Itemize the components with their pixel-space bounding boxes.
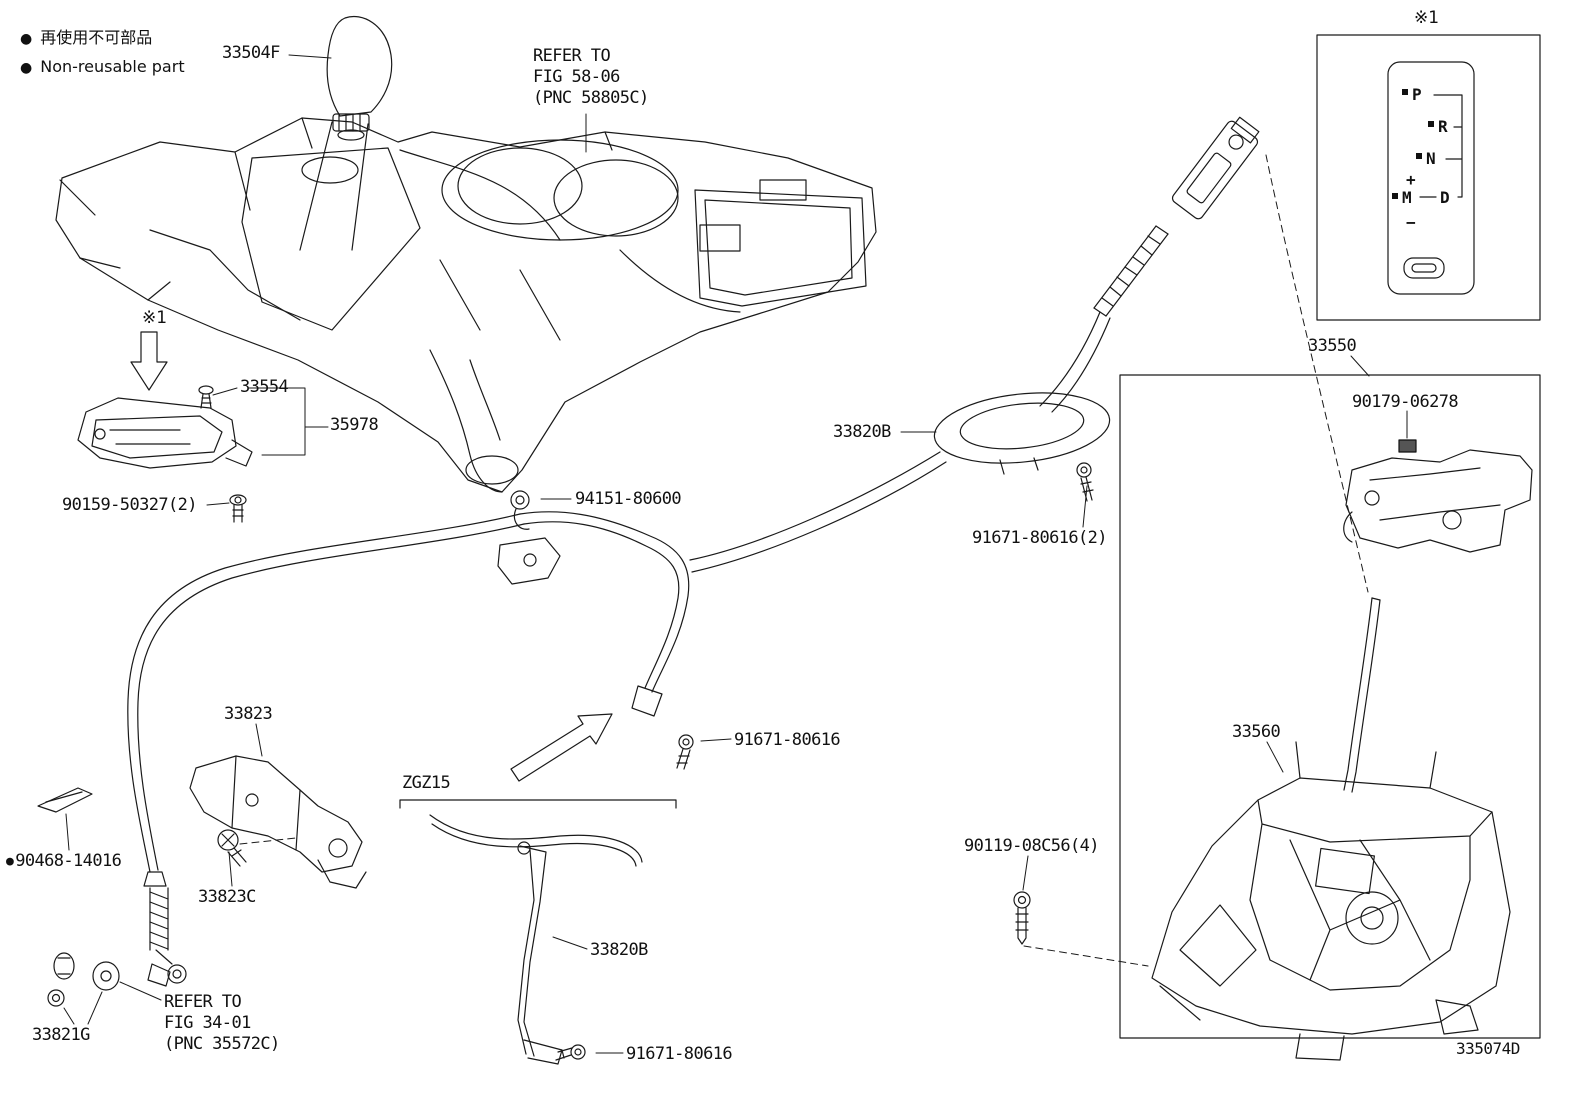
label-91671-80616-mid: 91671-80616 (734, 730, 841, 750)
bolt-91671-mid-drawing (676, 734, 694, 770)
bolt-90119-drawing (1013, 891, 1031, 945)
label-33823: 33823 (224, 704, 273, 724)
nonreusable-bullet-icon: ● (20, 60, 33, 76)
legend-row-en: ● Non-reusable part (20, 53, 185, 82)
refer-fig-34-01: REFER TO FIG 34-01 (PNC 35572C) (164, 992, 280, 1055)
label-33821g: 33821G (32, 1025, 90, 1045)
shift-pattern-p: P (1412, 85, 1422, 104)
refer-line: FIG 34-01 (164, 1013, 251, 1033)
label-33820b-lower: 33820B (590, 940, 648, 960)
refer-line: REFER TO (533, 46, 611, 66)
note-ref-left: ※1 (142, 308, 168, 328)
label-91671-80616-lower: 91671-80616 (626, 1044, 733, 1064)
bracket-33823-drawing (189, 755, 367, 889)
legend-row-jp: ● 再使用不可部品 (20, 24, 185, 53)
screw-33554-drawing (198, 385, 214, 409)
note-ref-box: ※1 (1414, 8, 1440, 28)
dashed-reference-lines (239, 154, 1369, 967)
label-94151-80600: 94151-80600 (575, 489, 682, 509)
shift-pattern-box (1316, 34, 1541, 321)
cable-conduit-drawing (1039, 116, 1260, 413)
nonreusable-bullet-icon: ● (6, 854, 14, 869)
label-zgz15: ZGZ15 (402, 773, 451, 793)
label-33560: 33560 (1232, 722, 1281, 742)
shift-pattern-letters: P R N D M + − (1402, 85, 1450, 232)
label-90468-text: 90468-14016 (15, 851, 122, 871)
label-91671-80616-pair: 91671-80616(2) (972, 528, 1107, 548)
label-33823c: 33823C (198, 887, 256, 907)
assembly-33550-box (1119, 374, 1541, 1039)
label-90179-06278: 90179-06278 (1352, 392, 1459, 412)
nonreusable-bullet-icon: ● (20, 31, 33, 47)
shift-pattern-plus: + (1406, 170, 1416, 189)
bracket-90179-drawing (1343, 439, 1533, 553)
shift-pattern-n: N (1426, 149, 1436, 168)
label-33504f: 33504F (222, 43, 280, 63)
legend-jp-text: 再使用不可部品 (40, 28, 153, 47)
refer-line: REFER TO (164, 992, 242, 1012)
shift-pattern-m: M (1402, 188, 1412, 207)
grommet-33820b-drawing (933, 392, 1111, 475)
note-down-arrow (130, 331, 168, 391)
grommet-33821g-drawing (47, 952, 171, 1007)
zgz15-bracket-drawing (399, 799, 677, 1065)
label-33550: 33550 (1308, 336, 1357, 356)
refer-line: (PNC 58805C) (533, 88, 649, 108)
label-90119-08c56: 90119-08C56(4) (964, 836, 1099, 856)
label-90159-50327: 90159-50327(2) (62, 495, 197, 515)
shift-knob-drawing (326, 16, 393, 141)
shifter-base-33560-drawing (1151, 597, 1511, 1061)
shift-cable-drawing (127, 451, 947, 984)
refer-line: FIG 58-06 (533, 67, 620, 87)
bolt-91671-pair-drawing (1076, 462, 1094, 502)
clip-90468-drawing (37, 787, 93, 813)
console-panel-drawing (55, 117, 877, 493)
direction-arrow (510, 713, 613, 782)
label-90468-14016: ●90468-14016 (6, 851, 122, 872)
refer-fig-58-06: REFER TO FIG 58-06 (PNC 58805C) (533, 46, 649, 109)
shift-pattern-d: D (1440, 188, 1450, 207)
screw-33823c-drawing (217, 829, 247, 867)
leader-lines (63, 54, 1408, 1054)
bolt-91671-lower-drawing (555, 1044, 586, 1061)
shift-pattern-r: R (1438, 117, 1448, 136)
label-33820b-top: 33820B (833, 422, 891, 442)
refer-line: (PNC 35572C) (164, 1034, 280, 1054)
shift-pattern-minus: − (1406, 213, 1416, 232)
label-33554: 33554 (240, 377, 289, 397)
legend: ● 再使用不可部品 ● Non-reusable part (20, 24, 185, 82)
diagram-code: 335074D (1456, 1039, 1520, 1058)
label-35978: 35978 (330, 415, 379, 435)
screw-90159-drawing (229, 494, 247, 523)
legend-en-text: Non-reusable part (40, 57, 185, 76)
plate-33554-drawing (77, 397, 253, 469)
